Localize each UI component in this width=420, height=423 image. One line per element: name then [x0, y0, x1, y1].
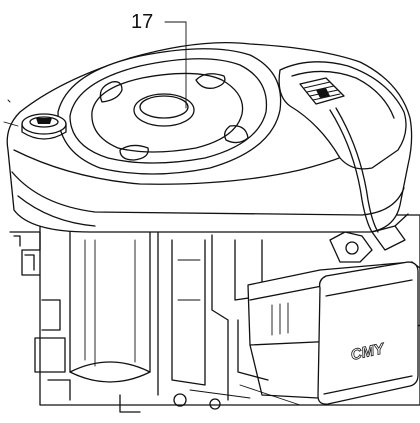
air-filter-housing: CMY — [247, 213, 420, 405]
oil-fill-cap — [3, 113, 67, 140]
leader-line — [164, 21, 187, 109]
callout-label: 17 — [131, 11, 153, 33]
callout: 17 — [131, 11, 187, 109]
blower-housing — [6, 41, 413, 233]
